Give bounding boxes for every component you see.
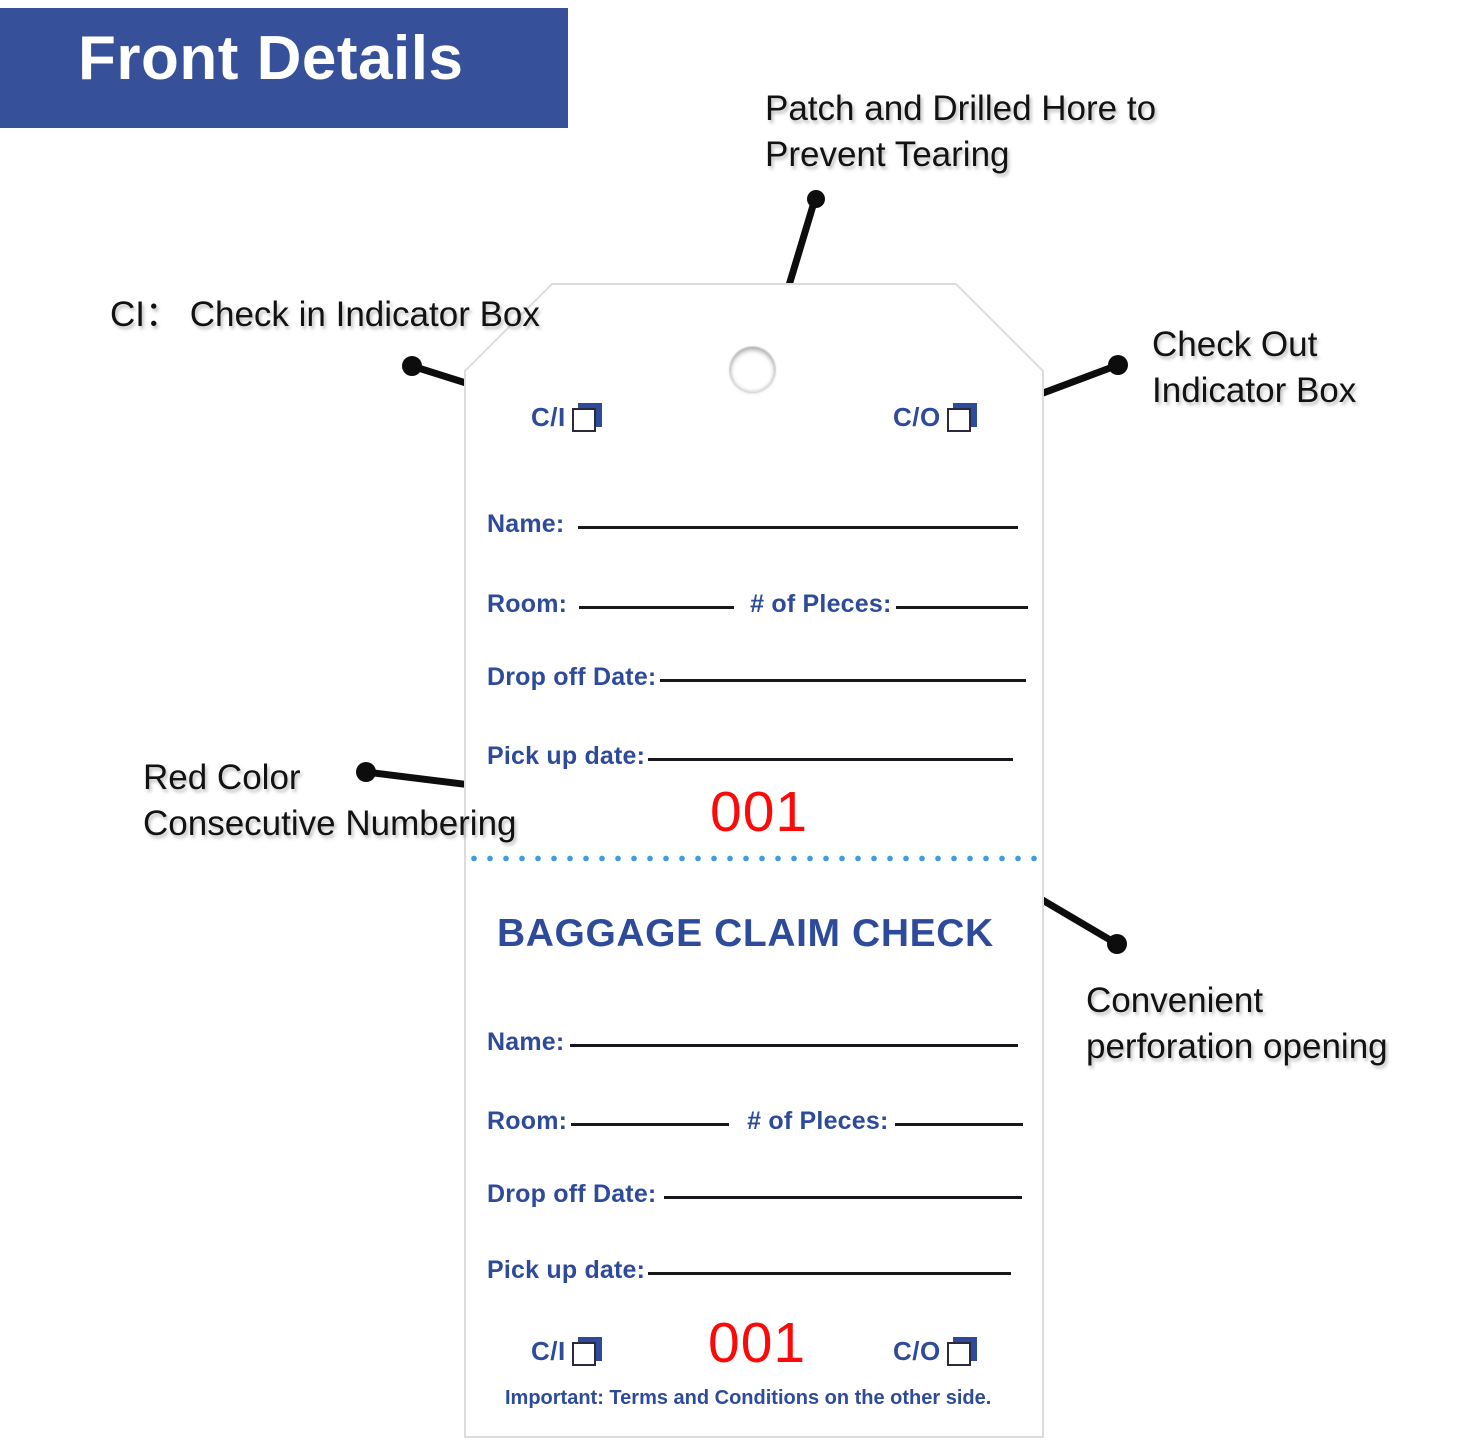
checkbox-icon[interactable] <box>571 402 602 433</box>
serial-number-bottom: 001 <box>708 1311 807 1375</box>
field-label: Drop off Date: <box>487 1180 657 1208</box>
check-out-label: C/O <box>893 1336 941 1366</box>
page-title: Front Details <box>78 24 464 93</box>
write-line[interactable] <box>578 525 1019 529</box>
serial-number-top: 001 <box>710 780 809 844</box>
write-line[interactable] <box>579 605 735 609</box>
field-pickup-bottom: Pick up date: <box>487 1256 1012 1285</box>
field-label: Pick up date: <box>487 742 646 770</box>
check-out-indicator-bottom[interactable]: C/O <box>893 1336 977 1367</box>
write-line[interactable] <box>894 1122 1023 1126</box>
field-pickup-top: Pick up date: <box>487 742 1014 771</box>
check-in-indicator-bottom[interactable]: C/I <box>531 1336 602 1367</box>
callout-red-numbering: Red Color Consecutive Numbering <box>143 758 517 843</box>
write-line[interactable] <box>570 1043 1019 1047</box>
field-label: # of Pleces: <box>747 1107 889 1135</box>
field-label: # of Pleces: <box>750 590 892 618</box>
perforation-line <box>466 855 1042 862</box>
check-in-label: C/I <box>531 402 566 432</box>
check-in-label: C/I <box>531 1336 566 1366</box>
field-label: Room: <box>487 1107 568 1135</box>
field-name-bottom: Name: <box>487 1028 1019 1057</box>
write-line[interactable] <box>648 757 1014 761</box>
field-room-top: Room: # of Pleces: <box>487 590 1028 619</box>
callout-check-out-indicator: Check Out Indicator Box <box>1152 325 1357 410</box>
check-out-label: C/O <box>893 402 941 432</box>
field-label: Name: <box>487 510 565 538</box>
checkbox-icon[interactable] <box>946 402 977 433</box>
field-dropoff-top: Drop off Date: <box>487 663 1027 692</box>
write-line[interactable] <box>895 605 1028 609</box>
callout-perforation: Convenient perforation opening <box>1086 981 1388 1066</box>
field-room-bottom: Room: # of Pleces: <box>487 1107 1023 1136</box>
checkbox-icon[interactable] <box>571 1336 602 1367</box>
drilled-hole <box>729 346 776 393</box>
field-name-top: Name: <box>487 510 1019 539</box>
field-label: Name: <box>487 1028 565 1056</box>
callout-patch-drilled-hole: Patch and Drilled Hore to Prevent Tearin… <box>765 89 1157 174</box>
checkbox-icon[interactable] <box>946 1336 977 1367</box>
write-line[interactable] <box>648 1271 1012 1275</box>
field-label: Pick up date: <box>487 1256 646 1284</box>
field-label: Room: <box>487 590 568 618</box>
field-label: Drop off Date: <box>487 663 657 691</box>
callout-check-in-indicator: CI： Check in Indicator Box <box>110 295 540 334</box>
check-out-indicator-top[interactable]: C/O <box>893 402 977 433</box>
write-line[interactable] <box>660 678 1027 682</box>
header-banner <box>0 8 568 128</box>
write-line[interactable] <box>571 1122 730 1126</box>
check-in-indicator-top[interactable]: C/I <box>531 402 602 433</box>
write-line[interactable] <box>664 1195 1023 1199</box>
field-dropoff-bottom: Drop off Date: <box>487 1180 1023 1209</box>
terms-footer-note: Important: Terms and Conditions on the o… <box>505 1387 992 1409</box>
claim-check-title: BAGGAGE CLAIM CHECK <box>497 912 994 955</box>
